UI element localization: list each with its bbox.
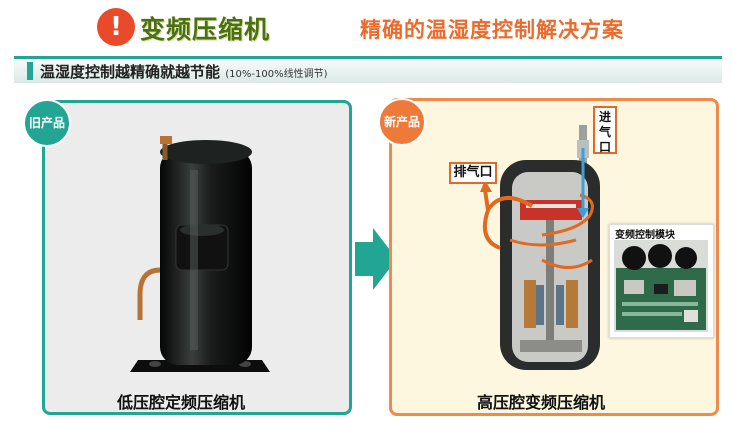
old-product-tag: 旧产品 — [23, 99, 71, 147]
discharge-pipe — [160, 136, 172, 144]
motor-winding-right — [566, 280, 578, 328]
inverter-compressor-cutaway-illustration — [480, 125, 600, 370]
banner-accent-bar — [27, 62, 33, 80]
new-product-caption: 高压腔变频压缩机 — [477, 393, 606, 412]
drive-shaft — [546, 220, 554, 350]
arrow-right-icon — [355, 228, 397, 290]
capacitor — [622, 246, 646, 270]
old-product-caption: 低压腔定频压缩机 — [117, 393, 246, 412]
fixed-speed-compressor-illustration — [130, 136, 270, 372]
new-product-tag: 新产品 — [378, 98, 426, 146]
banner-heading-text: 温湿度控制越精确就越节能 — [40, 63, 221, 81]
banner-heading: 温湿度控制越精确就越节能 (10%-100%线性调节) — [40, 61, 327, 82]
inverter-module-label: 变频控制模块 — [615, 230, 675, 241]
suction-pipe — [137, 267, 161, 320]
inverter-control-board-icon — [614, 240, 708, 332]
page-title: 变频压缩机 — [140, 15, 271, 44]
section-banner — [14, 56, 722, 83]
page-subtitle: 精确的温湿度控制解决方案 — [360, 18, 624, 42]
motor-winding-left — [524, 280, 536, 328]
banner-range-note: (10%-100%线性调节) — [225, 69, 328, 80]
inlet-label: 进气口 — [593, 106, 617, 154]
alert-icon: ! — [97, 8, 135, 46]
exhaust-label: 排气口 — [449, 162, 497, 184]
